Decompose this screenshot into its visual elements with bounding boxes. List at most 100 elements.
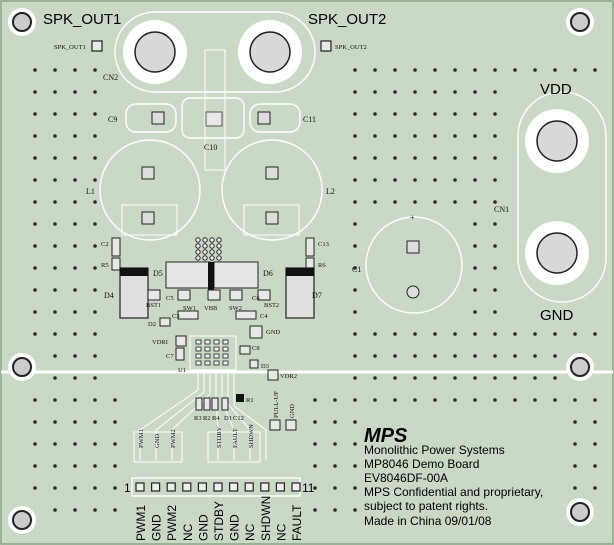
- via-dot: [453, 398, 457, 402]
- spk-out1-testpoint[interactable]: [91, 40, 103, 52]
- via-dot: [73, 508, 77, 512]
- via-dot: [73, 486, 77, 490]
- spk-out2-terminal[interactable]: [249, 31, 291, 73]
- via-dot: [473, 90, 477, 94]
- via-dot: [433, 156, 437, 160]
- l1-label: L1: [86, 187, 95, 196]
- via-dot: [33, 442, 37, 446]
- via-dot: [413, 332, 417, 336]
- via-dot: [393, 112, 397, 116]
- c5-label: C5: [166, 295, 174, 302]
- header-pin[interactable]: [197, 482, 207, 492]
- via-dot: [53, 112, 57, 116]
- u1-pin: [213, 339, 220, 345]
- via: [202, 255, 208, 261]
- mounting-hole-tl: [8, 8, 36, 36]
- via-dot: [353, 222, 357, 226]
- r2-label: R2: [203, 415, 211, 422]
- via-dot: [553, 354, 557, 358]
- header-pin[interactable]: [135, 482, 145, 492]
- d2-part: [159, 317, 171, 327]
- stdby-silk: STDBY: [216, 426, 223, 448]
- d7-band: [286, 268, 314, 276]
- via-dot: [433, 354, 437, 358]
- c8-part: [239, 345, 251, 355]
- via-dot: [473, 398, 477, 402]
- via-dot: [393, 178, 397, 182]
- via-dot: [473, 354, 477, 358]
- header-pin-label: STDBY: [212, 501, 226, 541]
- via: [216, 243, 222, 249]
- header-pin[interactable]: [291, 482, 301, 492]
- l1-pad2: [141, 211, 155, 225]
- via-dot: [593, 332, 597, 336]
- via-dot: [393, 68, 397, 72]
- via-dot: [493, 134, 497, 138]
- via-dot: [353, 90, 357, 94]
- via-dot: [493, 310, 497, 314]
- vdr2-pad[interactable]: [267, 369, 279, 381]
- gnd-small-pad[interactable]: [285, 419, 297, 431]
- via-dot: [353, 134, 357, 138]
- via-dot: [53, 222, 57, 226]
- bst2-label: BST2: [264, 302, 279, 309]
- via-dot: [93, 266, 97, 270]
- r5-part: [111, 257, 121, 271]
- via-dot: [93, 508, 97, 512]
- via-dot: [93, 310, 97, 314]
- fault-silk: FAULT: [232, 428, 239, 448]
- header-pin[interactable]: [182, 482, 192, 492]
- via-dot: [553, 376, 557, 380]
- gnd-terminal[interactable]: [536, 232, 578, 274]
- via: [195, 243, 201, 249]
- via-dot: [413, 112, 417, 116]
- spk-out1-terminal[interactable]: [134, 31, 176, 73]
- via: [202, 237, 208, 243]
- via-dot: [433, 134, 437, 138]
- header-pin[interactable]: [166, 482, 176, 492]
- via-dot: [333, 420, 337, 424]
- via-dot: [353, 156, 357, 160]
- header-pin[interactable]: [260, 482, 270, 492]
- header-pin[interactable]: [275, 482, 285, 492]
- via-dot: [453, 354, 457, 358]
- via-dot: [93, 376, 97, 380]
- header-pin[interactable]: [151, 482, 161, 492]
- r5-label: R5: [101, 262, 109, 269]
- spk-out2-testpoint[interactable]: [320, 40, 332, 52]
- via-dot: [473, 134, 477, 138]
- via-dot: [373, 134, 377, 138]
- via-dot: [113, 398, 117, 402]
- gnd-testpoint[interactable]: [249, 325, 263, 339]
- via-dot: [353, 178, 357, 182]
- vdri-pad[interactable]: [175, 335, 187, 347]
- pull-up-pad[interactable]: [269, 419, 281, 431]
- u1-pin: [195, 339, 202, 345]
- via-dot: [93, 156, 97, 160]
- header-pin[interactable]: [244, 482, 254, 492]
- via-dot: [333, 508, 337, 512]
- header-pin[interactable]: [213, 482, 223, 492]
- r6-label: R6: [318, 262, 326, 269]
- c7-part: [175, 347, 185, 361]
- vdd-terminal[interactable]: [536, 120, 578, 162]
- header-pin-label: SHDWN: [259, 496, 273, 541]
- via-dot: [73, 376, 77, 380]
- via-dot: [493, 332, 497, 336]
- via-dot: [53, 68, 57, 72]
- via-dot: [353, 464, 357, 468]
- via-dot: [73, 200, 77, 204]
- via-dot: [333, 464, 337, 468]
- via-dot: [413, 156, 417, 160]
- via-dot: [33, 68, 37, 72]
- header-pin-label: GND: [150, 514, 164, 541]
- d2-label: D2: [148, 321, 156, 328]
- vdri-label: VDRI: [152, 339, 168, 346]
- gnd-silk: GND: [154, 434, 161, 448]
- via-dot: [453, 178, 457, 182]
- via-dot: [413, 68, 417, 72]
- via-dot: [33, 244, 37, 248]
- via-dot: [53, 200, 57, 204]
- via-dot: [553, 332, 557, 336]
- header-pin[interactable]: [229, 482, 239, 492]
